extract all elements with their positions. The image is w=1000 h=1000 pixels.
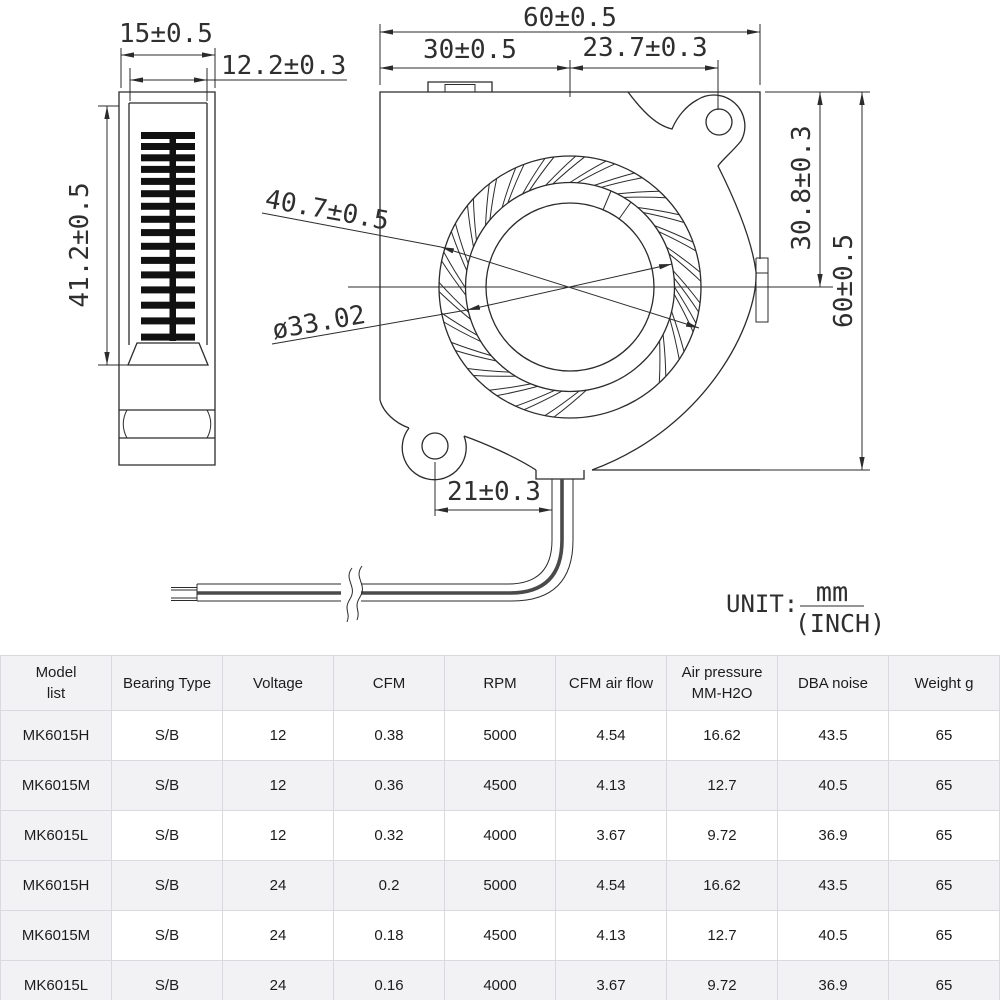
- table-cell: S/B: [111, 710, 223, 761]
- unit-denominator: (INCH): [795, 609, 885, 638]
- table-cell: 0.16: [333, 960, 445, 1000]
- table-cell: 0.32: [333, 810, 445, 861]
- technical-drawing: 15±0.5 12.2±0.3 41.2±0.5: [65, 3, 885, 638]
- table-cell: 43.5: [777, 860, 889, 911]
- table-cell: 65: [888, 860, 1000, 911]
- table-cell: 12.7: [666, 760, 778, 811]
- unit-label: UNIT:: [726, 590, 798, 618]
- table-cell: 12.7: [666, 910, 778, 961]
- side-view-dimensions: 15±0.5 12.2±0.3 41.2±0.5: [65, 19, 347, 365]
- table-cell: 4.13: [555, 910, 667, 961]
- table-cell: 0.38: [333, 710, 445, 761]
- table-cell: 36.9: [777, 810, 889, 861]
- table-cell: 65: [888, 810, 1000, 861]
- table-cell: 4000: [444, 810, 556, 861]
- table-cell: 12: [222, 710, 334, 761]
- table-cell: 4.13: [555, 760, 667, 811]
- dim-wire-offset-label: 21±0.3: [447, 477, 541, 507]
- column-header: CFM: [333, 655, 445, 711]
- table-cell: 5000: [444, 860, 556, 911]
- table-cell: MK6015L: [0, 810, 112, 861]
- unit-note: UNIT: mm (INCH): [726, 577, 885, 638]
- front-view-drawing: [348, 60, 833, 480]
- column-header: RPM: [444, 655, 556, 711]
- table-cell: 24: [222, 860, 334, 911]
- dim-side-height-label: 41.2±0.5: [65, 182, 95, 307]
- dim-outlet-height-label: 30.8±0.3: [787, 125, 817, 250]
- column-header: Weight g: [888, 655, 1000, 711]
- vent-fins: [141, 132, 195, 341]
- front-view-dimensions: 60±0.5 30±0.5 23.7±0.3 40.7±0.5 ø33.02 3…: [262, 3, 870, 516]
- table-cell: 65: [888, 760, 1000, 811]
- table-cell: S/B: [111, 760, 223, 811]
- table-cell: 9.72: [666, 960, 778, 1000]
- dim-front-width-label: 60±0.5: [523, 3, 617, 33]
- table-cell: S/B: [111, 910, 223, 961]
- dim-center-offset-label: 30±0.5: [423, 35, 517, 65]
- table-cell: S/B: [111, 810, 223, 861]
- table-cell: 12: [222, 760, 334, 811]
- table-cell: S/B: [111, 860, 223, 911]
- table-cell: 36.9: [777, 960, 889, 1000]
- table-cell: 0.2: [333, 860, 445, 911]
- table-cell: MK6015H: [0, 710, 112, 761]
- table-cell: 65: [888, 710, 1000, 761]
- table-cell: 24: [222, 960, 334, 1000]
- dim-impeller-dia-label: 40.7±0.5: [263, 184, 392, 236]
- table-cell: 5000: [444, 710, 556, 761]
- table-cell: 4.54: [555, 710, 667, 761]
- table-cell: MK6015L: [0, 960, 112, 1000]
- dim-side-vent-width-label: 12.2±0.3: [221, 51, 346, 81]
- column-header: Bearing Type: [111, 655, 223, 711]
- table-cell: MK6015H: [0, 860, 112, 911]
- table-cell: 65: [888, 910, 1000, 961]
- side-view-drawing: [119, 92, 215, 465]
- table-cell: 4500: [444, 760, 556, 811]
- table-cell: 3.67: [555, 810, 667, 861]
- table-cell: 43.5: [777, 710, 889, 761]
- table-cell: 65: [888, 960, 1000, 1000]
- column-header: Voltage: [222, 655, 334, 711]
- dim-front-height-label: 60±0.5: [829, 234, 859, 328]
- table-cell: S/B: [111, 960, 223, 1000]
- table-cell: 0.36: [333, 760, 445, 811]
- table-cell: 0.18: [333, 910, 445, 961]
- table-cell: 40.5: [777, 910, 889, 961]
- unit-numerator: mm: [816, 577, 849, 608]
- table-cell: MK6015M: [0, 760, 112, 811]
- table-cell: 3.67: [555, 960, 667, 1000]
- dim-inlet-dia-label: ø33.02: [270, 300, 368, 346]
- table-cell: 16.62: [666, 860, 778, 911]
- table-cell: MK6015M: [0, 910, 112, 961]
- column-header: DBA noise: [777, 655, 889, 711]
- table-cell: 9.72: [666, 810, 778, 861]
- dim-side-width-label: 15±0.5: [119, 19, 213, 49]
- column-header: CFM air flow: [555, 655, 667, 711]
- table-cell: 12: [222, 810, 334, 861]
- table-cell: 16.62: [666, 710, 778, 761]
- dim-hole-offset-label: 23.7±0.3: [582, 33, 707, 63]
- table-cell: 40.5: [777, 760, 889, 811]
- table-cell: 4500: [444, 910, 556, 961]
- table-cell: 4000: [444, 960, 556, 1000]
- table-cell: 4.54: [555, 860, 667, 911]
- table-cell: 24: [222, 910, 334, 961]
- power-wire: [171, 479, 573, 622]
